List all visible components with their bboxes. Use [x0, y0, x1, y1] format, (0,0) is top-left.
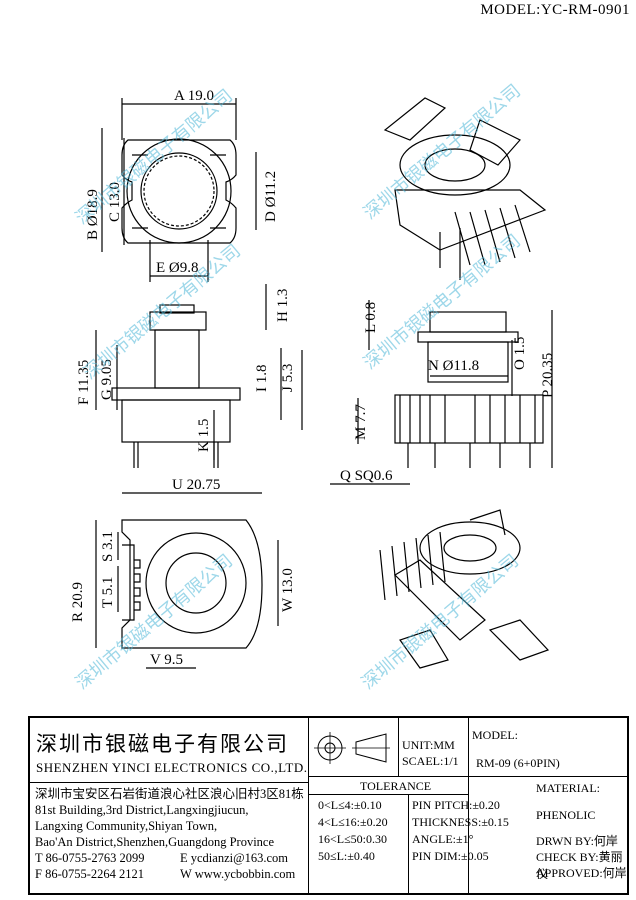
material-label: MATERIAL: [536, 781, 600, 795]
dim-b: B Ø18.9 [85, 189, 101, 240]
pin-tolerance-row: PIN PITCH:±0.20 [412, 798, 500, 812]
divider [408, 794, 409, 895]
pin-tolerance-row: THICKNESS:±0.15 [412, 815, 509, 829]
drawing-canvas: A 19.0 B Ø18.9 C 13.0 D Ø11.2 E Ø9.8 F 1… [70, 80, 556, 693]
divider [308, 776, 468, 777]
unit-label: UNIT:MM [402, 738, 455, 752]
front-view [95, 284, 303, 468]
dim-r: R 20.9 [70, 582, 86, 622]
company-name-en: SHENZHEN YINCI ELECTRONICS CO.,LTD. [36, 760, 308, 775]
dim-e: E Ø9.8 [156, 260, 199, 276]
tolerance-title: TOLERANCE [360, 779, 432, 793]
dim-g: G 9.05 [99, 359, 115, 400]
material-value: PHENOLIC [536, 808, 596, 822]
website: W www.ycbobbin.com [180, 867, 296, 881]
dim-j: J 5.3 [280, 364, 296, 392]
dim-l: L 0.8 [363, 302, 379, 333]
approved-by: APPROVED:何岸 [536, 866, 627, 880]
projection-symbol-icon [314, 732, 390, 764]
tel: T 86-0755-2763 2099 [35, 851, 145, 865]
dim-a: A 19.0 [174, 88, 214, 104]
model-value: RM-09 (6+0PIN) [476, 756, 560, 770]
tolerance-row: 4<L≤16:±0.20 [318, 815, 388, 829]
address-line: 81st Building,3rd District,Langxingjiucu… [35, 803, 249, 817]
dim-o: O 1.5 [512, 337, 528, 370]
tolerance-row: 50≤L:±0.40 [318, 849, 375, 863]
dim-h: H 1.3 [275, 289, 291, 322]
title-block: 深圳市银磁电子有限公司 SHENZHEN YINCI ELECTRONICS C… [28, 716, 629, 895]
dim-s: S 3.1 [100, 531, 116, 562]
side-view [330, 300, 553, 485]
email: E ycdianzi@163.com [180, 851, 289, 865]
address-line: Bao'An District,Shenzhen,Guangdong Provi… [35, 835, 275, 849]
dim-v: V 9.5 [150, 652, 183, 668]
company-name-cn: 深圳市银磁电子有限公司 [36, 732, 289, 756]
pin-tolerance-row: ANGLE:±1° [412, 832, 474, 846]
dim-w: W 13.0 [280, 568, 296, 612]
model-header: MODEL:YC-RM-0901 [480, 2, 630, 18]
dim-k: K 1.5 [196, 419, 212, 452]
address-line: Langxing Community,Shiyan Town, [35, 819, 218, 833]
iso-view-top [383, 97, 547, 280]
dim-p: P 20.35 [540, 353, 556, 398]
top-view [101, 98, 257, 282]
drawn-by: DRWN BY:何岸 [536, 834, 618, 848]
watermark-1: 深圳市银磁电子有限公司 [72, 85, 237, 228]
watermark-4: 深圳市银磁电子有限公司 [360, 230, 525, 373]
model-label: MODEL: [472, 728, 518, 742]
watermark-2: 深圳市银磁电子有限公司 [360, 80, 525, 223]
scale-label: SCAEL:1/1 [402, 754, 459, 768]
tolerance-row: 0<L≤4:±0.10 [318, 798, 382, 812]
dim-q: Q SQ0.6 [340, 468, 393, 484]
dim-t: T 5.1 [100, 577, 116, 608]
divider [468, 718, 469, 895]
dim-u: U 20.75 [172, 477, 220, 493]
dim-n: N Ø11.8 [428, 358, 479, 374]
tolerance-row: 16<L≤50:0.30 [318, 832, 388, 846]
divider [468, 776, 629, 777]
divider [30, 782, 308, 783]
divider [398, 718, 399, 776]
dim-m: M 7.7 [353, 404, 369, 440]
dim-c: C 13.0 [107, 182, 123, 222]
dim-i: I 1.8 [254, 365, 270, 393]
iso-view-bottom [379, 509, 550, 669]
address-line: 深圳市宝安区石岩街道浪心社区浪心旧村3区81栋 [35, 787, 304, 801]
dim-f: F 11.35 [76, 360, 92, 405]
check-by: CHECK BY:黄丽仪 [536, 850, 623, 881]
divider [308, 794, 468, 795]
bottom-view [95, 492, 279, 669]
divider [308, 718, 309, 895]
dim-d: D Ø11.2 [263, 171, 279, 222]
fax: F 86-0755-2264 2121 [35, 867, 145, 881]
pin-tolerance-row: PIN DIM:±0.05 [412, 849, 489, 863]
